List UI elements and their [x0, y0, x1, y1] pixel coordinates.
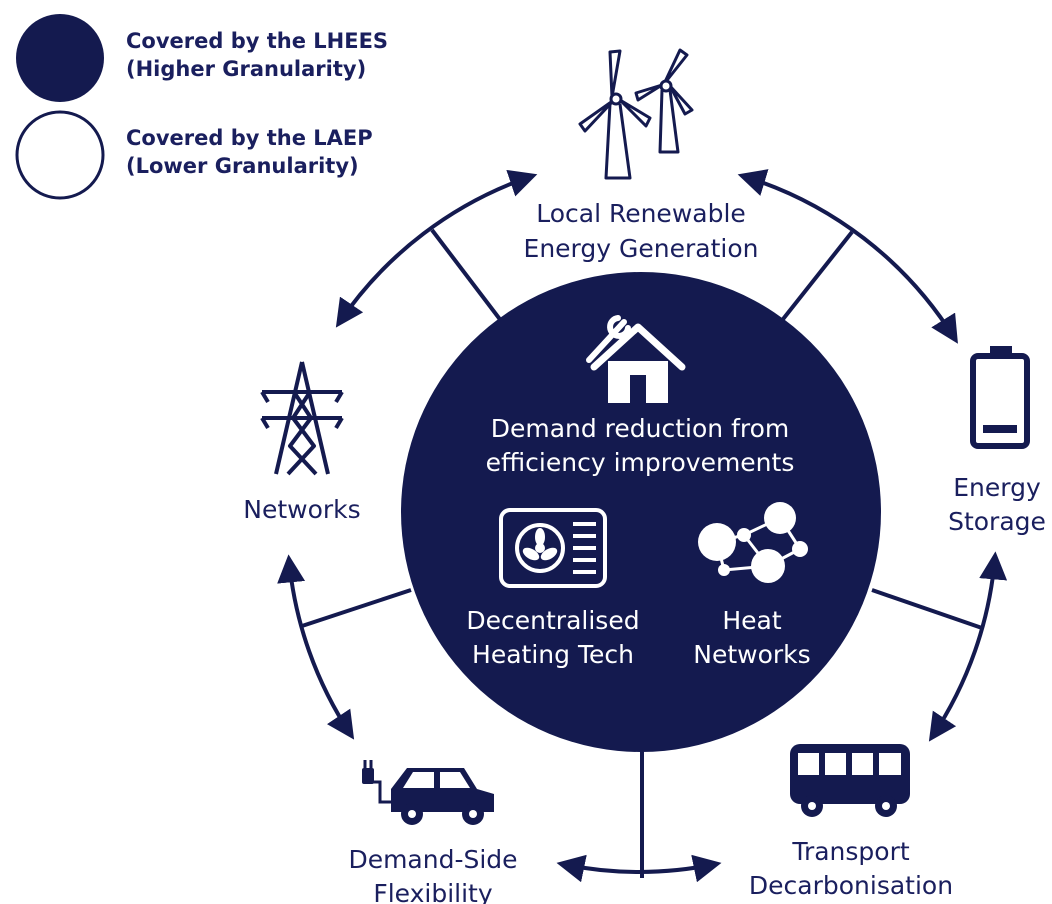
outer-ring [277, 169, 1008, 883]
heatnet-line1: Heat [722, 606, 781, 635]
heatnet-line2: Networks [693, 640, 810, 669]
arc-flexibility-transport [556, 854, 722, 883]
legend: Covered by the LHEES (Higher Granularity… [15, 14, 388, 200]
renewables-line2: Energy Generation [524, 234, 759, 263]
heating-line1: Decentralised [466, 606, 639, 635]
efficiency-line2: efficiency improvements [486, 448, 795, 477]
arc-networks-flexibility [277, 554, 355, 740]
battery-icon [970, 346, 1030, 449]
flexibility-line2: Flexibility [373, 879, 493, 904]
electric-car-icon [362, 760, 494, 825]
heat-network-icon [698, 502, 808, 583]
spoke-top-right [774, 230, 854, 330]
arc-storage-transport [928, 551, 1008, 742]
heat-pump-icon [499, 508, 607, 588]
arc-renewables-networks [335, 169, 538, 328]
flexibility-line1: Demand-Side [348, 845, 517, 874]
bus-icon [790, 744, 910, 817]
storage-line1: Energy [953, 473, 1041, 502]
pylon-icon [260, 361, 344, 476]
central-circle [401, 272, 881, 752]
spoke-left [301, 588, 412, 628]
legend-lhees-line1: Covered by the LHEES [126, 29, 388, 53]
legend-laep-line2: (Lower Granularity) [126, 154, 359, 178]
storage-line2: Storage [948, 507, 1046, 536]
efficiency-line1: Demand reduction from [491, 414, 790, 443]
wind-turbines-icon [578, 48, 694, 180]
house-tools-icon [586, 315, 686, 403]
spoke-top-left [430, 228, 507, 328]
spokes [301, 228, 983, 878]
networks-label: Networks [243, 495, 360, 524]
transport-line1: Transport [791, 837, 910, 866]
renewables-line1: Local Renewable [536, 199, 746, 228]
spoke-right [871, 588, 983, 630]
heating-line2: Heating Tech [472, 640, 634, 669]
legend-lhees-line2: (Higher Granularity) [126, 57, 366, 81]
legend-swatch-filled [16, 14, 104, 102]
legend-laep-line1: Covered by the LAEP [126, 126, 373, 150]
arc-renewables-storage [737, 169, 958, 344]
legend-swatch-outline [15, 110, 105, 200]
transport-line2: Decarbonisation [749, 871, 953, 900]
